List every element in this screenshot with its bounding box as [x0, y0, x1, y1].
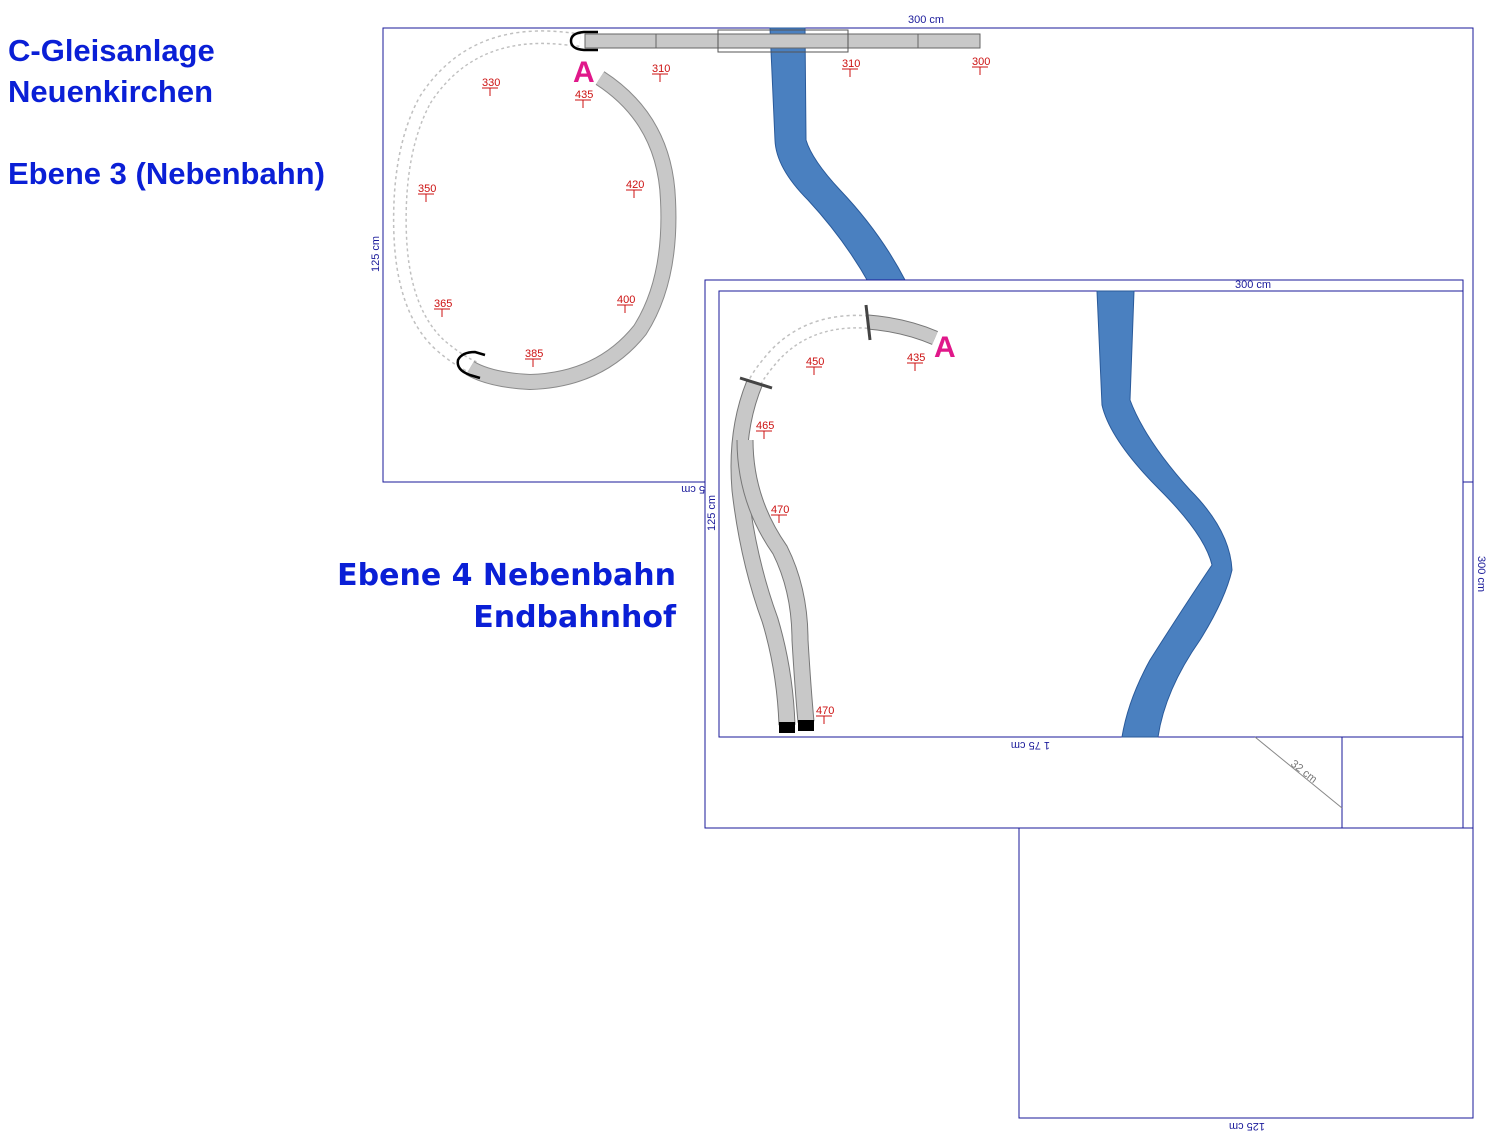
- dim-level-4-right-height: 300 cm: [1475, 556, 1487, 592]
- height-label: 470: [771, 504, 789, 516]
- dim-level-4-width: 300 cm: [1235, 279, 1271, 291]
- dim-level-3-bottom: 5 cm: [681, 483, 705, 495]
- level-4-title: Ebene 4 Nebenbahn Endbahnhof: [330, 555, 676, 639]
- level-4-inner-board: [718, 290, 1464, 738]
- dim-level-3-width: 300 cm: [908, 14, 944, 26]
- height-label: 330: [482, 77, 500, 89]
- title-level-3: Ebene 3 (Nebenbahn): [8, 156, 325, 191]
- height-label: 385: [525, 348, 543, 360]
- height-markers-level-4: 450 435 465 470 470: [756, 352, 925, 724]
- river-level-4: [1096, 290, 1233, 738]
- height-label: 420: [626, 179, 644, 191]
- height-label: 465: [756, 420, 774, 432]
- height-label: 470: [816, 705, 834, 717]
- height-label: 310: [652, 63, 670, 75]
- dim-level-3-height: 125 cm: [370, 236, 382, 272]
- dim-level-4-inner: 1 75 cm: [1011, 739, 1050, 751]
- corner-cut: [1254, 736, 1343, 809]
- level-4-title-line-2: Endbahnhof: [473, 600, 676, 635]
- height-label: 435: [575, 89, 593, 101]
- height-markers-level-3: 330 310 310 300 435 350 420 365 400 385: [418, 56, 990, 367]
- dim-level-4-left-height: 125 cm: [706, 495, 718, 531]
- height-label: 450: [806, 356, 824, 368]
- title-line-1: C-Gleisanlage: [8, 33, 215, 68]
- height-label: 350: [418, 183, 436, 195]
- buffer-stop-icon: [798, 720, 814, 731]
- height-label: 400: [617, 294, 635, 306]
- height-label: 310: [842, 58, 860, 70]
- level-4-lower-board: [1018, 827, 1474, 1119]
- river-level-3: [769, 27, 906, 286]
- layout-title: C-Gleisanlage Neuenkirchen Ebene 3 (Nebe…: [8, 30, 325, 194]
- height-label: 435: [907, 352, 925, 364]
- buffer-stop-icon: [456, 350, 486, 380]
- title-line-2: Neuenkirchen: [8, 74, 214, 109]
- marker-a-level-3: A: [573, 56, 595, 89]
- buffer-stop-icon: [569, 30, 598, 52]
- level-4-title-line-1: Ebene 4 Nebenbahn: [337, 558, 676, 593]
- bridge: [717, 29, 849, 53]
- height-label: 300: [972, 56, 990, 68]
- straight-track-top: [584, 33, 981, 49]
- dim-level-4-bottom: 125 cm: [1229, 1120, 1265, 1132]
- marker-a-level-4: A: [934, 331, 956, 364]
- height-label: 365: [434, 298, 452, 310]
- buffer-stop-icon: [779, 722, 795, 733]
